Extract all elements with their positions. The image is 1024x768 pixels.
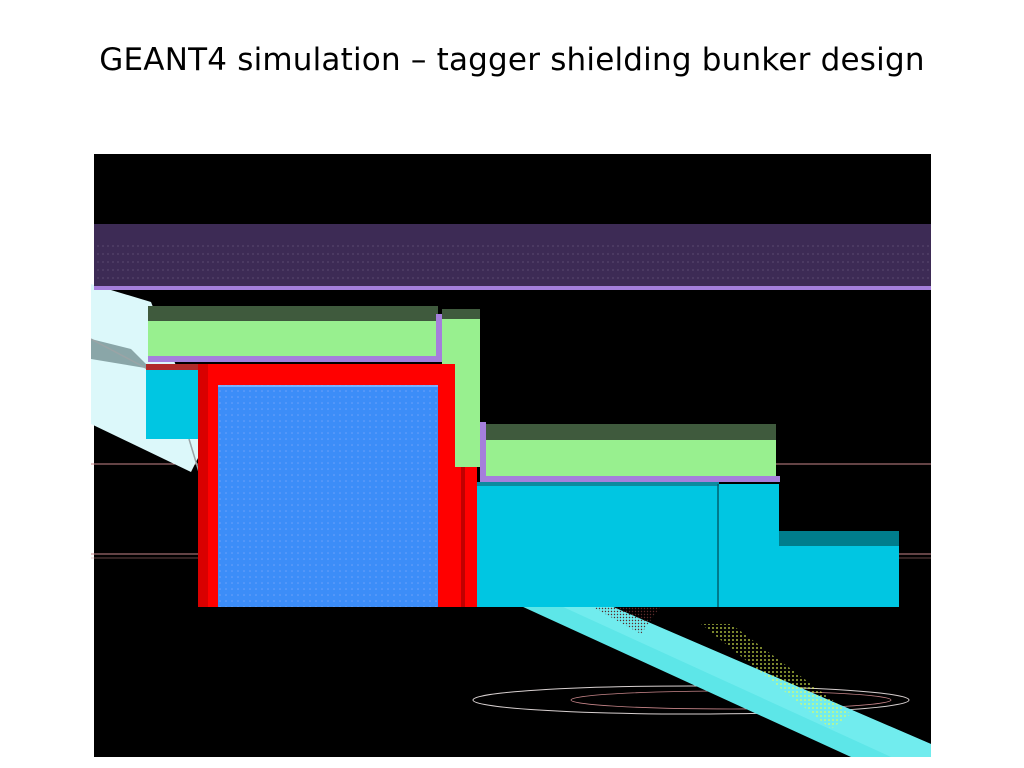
bunker-interior-rim — [218, 385, 438, 387]
upper-shield-liner-side — [436, 314, 442, 362]
lower-shield — [486, 440, 776, 476]
cyan-step — [779, 546, 899, 607]
geant4-render-view — [91, 154, 931, 757]
side-column-top — [442, 309, 480, 319]
cyan-step-top — [779, 531, 899, 546]
upper-shield-top — [148, 306, 438, 321]
bunker-red-wall-shade — [198, 364, 208, 607]
bunker-geometry-drawing — [91, 154, 931, 757]
bunker-red-extension-shade — [461, 467, 465, 607]
lower-shield-top — [486, 424, 776, 440]
lower-shield-liner — [480, 476, 780, 482]
bunker-interior-hits — [218, 385, 438, 607]
upper-shield-liner — [148, 356, 440, 362]
ceiling-bottom-edge — [94, 286, 931, 290]
bunker-red-extension — [455, 467, 477, 607]
cyan-block-main — [477, 482, 719, 607]
beam-hits-dark — [591, 606, 661, 634]
beam-hits-yellow — [701, 624, 851, 729]
beam-entry-edge-2 — [188, 438, 200, 473]
cyan-block-main-top — [477, 482, 719, 486]
left-cyan-block-top — [146, 364, 200, 370]
slide-title: GEANT4 simulation – tagger shielding bun… — [99, 42, 925, 78]
ceiling-slab-dots — [94, 240, 931, 280]
frame-left-edge — [91, 154, 94, 757]
lower-shield-liner-side — [480, 422, 486, 482]
cyan-block-right — [719, 484, 779, 607]
left-cyan-block — [146, 369, 198, 439]
target-ring-outer — [472, 685, 910, 715]
upper-shield — [148, 321, 436, 356]
